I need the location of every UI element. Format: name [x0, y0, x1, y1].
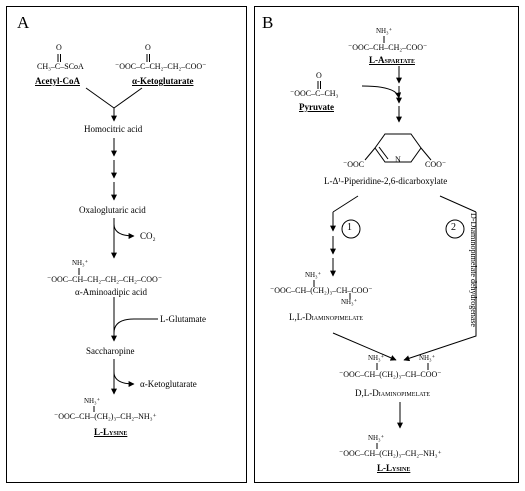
- pyruvate-oxygen: O: [316, 71, 322, 80]
- panel-a-letter: A: [17, 13, 30, 32]
- ll-diaminopimelate-label: L,L-Diaminopimelate: [289, 312, 364, 322]
- a-converge-line-right: [113, 87, 143, 109]
- a-converge-line-left: [85, 87, 115, 109]
- path-2-circle: [445, 219, 465, 239]
- aminoadipic-nh3: NH₃⁺: [72, 259, 89, 267]
- lysine-b-nh3: NH₃⁺: [368, 434, 385, 442]
- enzyme-label: D-Diaminopimelate dehydrogenase: [469, 213, 478, 327]
- aspartate-formula: ⁻OOC–CH–CH₂–COO⁻: [348, 43, 428, 52]
- piperidine-label: L-Δ¹-Piperidine-2,6-dicarboxylate: [324, 176, 448, 186]
- a-akg-branch: [113, 371, 135, 387]
- lysine-a-formula: ⁻OOC–CH–(CH₂)₃–CH₂–NH₃⁺: [54, 412, 157, 421]
- panel-a-frame: [6, 6, 247, 483]
- glutamate-label: L-Glutamate: [160, 314, 206, 324]
- dl-nh3-left: NH₃⁺: [368, 354, 385, 362]
- ring-right-bond: [420, 147, 432, 161]
- akg-product-label: α-Ketoglutarate: [140, 379, 197, 389]
- akg-carbonyl: [146, 54, 150, 62]
- akg-oxygen: O: [145, 43, 151, 52]
- aspartate-nh3: NH₃⁺: [376, 27, 393, 35]
- aspartate-label: L-Aspartate: [369, 55, 415, 65]
- panel-b-frame: [254, 6, 519, 483]
- acetyl-coa-formula: CH₃–C–SCoA: [37, 62, 84, 71]
- acetyl-oxygen: O: [56, 43, 62, 52]
- b-path2-line: [403, 212, 477, 362]
- pyruvate-label: Pyruvate: [299, 102, 334, 112]
- ll-formula: ⁻OOC–CH–(CH₂)₃–CH–COO⁻: [270, 286, 373, 295]
- pyruvate-formula: ⁻OOC–C–CH₃: [290, 89, 339, 98]
- ring-right-carboxylate: COO⁻: [425, 160, 447, 169]
- pyr-carbonyl: [317, 81, 321, 89]
- acetyl-coa-label: Acetyl-CoA: [35, 76, 80, 86]
- b-pyruvate-branch: [361, 85, 402, 99]
- ll-nh3-bottom: NH₃⁺: [341, 298, 358, 306]
- aminoadipic-acid-label: α-Aminoadipic acid: [75, 287, 147, 297]
- dl-nh3-right: NH₃⁺: [419, 354, 436, 362]
- akg-formula: ⁻OOC–C–CH₂–CH₂–COO⁻: [115, 62, 207, 71]
- ring-left-carboxylate: ⁻OOC: [343, 160, 365, 169]
- oxaloglutaric-acid-label: Oxaloglutaric acid: [79, 205, 146, 215]
- ll-nh3-top: NH₃⁺: [305, 271, 322, 279]
- co2-label: CO₂: [140, 231, 156, 241]
- b-ll-to-dl: [332, 332, 397, 361]
- a-glutamate-branch: [113, 318, 158, 334]
- aminoadipic-formula: ⁻OOC–CH–CH₂–CH₂–CH₂–COO⁻: [47, 275, 163, 284]
- saccharopine-label: Saccharopine: [86, 346, 135, 356]
- lysine-b-formula: ⁻OOC–CH–(CH₂)₃–CH₂–NH₃⁺: [339, 449, 442, 458]
- ring-double-bond: [378, 146, 389, 160]
- dl-formula: ⁻OOC–CH–(CH₂)₃–CH–COO⁻: [339, 370, 442, 379]
- b-branch-right: [439, 195, 477, 213]
- lysine-a-label: L-Lysine: [94, 427, 128, 437]
- ring-nitrogen: N: [395, 155, 401, 164]
- dl-diaminopimelate-label: D,L-Diaminopimelate: [355, 388, 431, 398]
- path-2-label: 2: [451, 222, 456, 233]
- lysine-b-label: L-Lysine: [377, 463, 411, 473]
- panel-b-letter: B: [262, 13, 274, 32]
- a-co2-branch: [113, 223, 135, 239]
- acetyl-carbonyl: [57, 54, 61, 62]
- lysine-a-nh3: NH₃⁺: [84, 397, 101, 405]
- ring-left-bond: [364, 147, 376, 161]
- homocitric-acid-label: Homocitric acid: [84, 124, 143, 134]
- b-branch-left: [332, 195, 359, 213]
- akg-label: α-Ketoglutarate: [132, 76, 194, 86]
- path-1-label: 1: [347, 222, 352, 233]
- path-1-circle: [341, 219, 361, 239]
